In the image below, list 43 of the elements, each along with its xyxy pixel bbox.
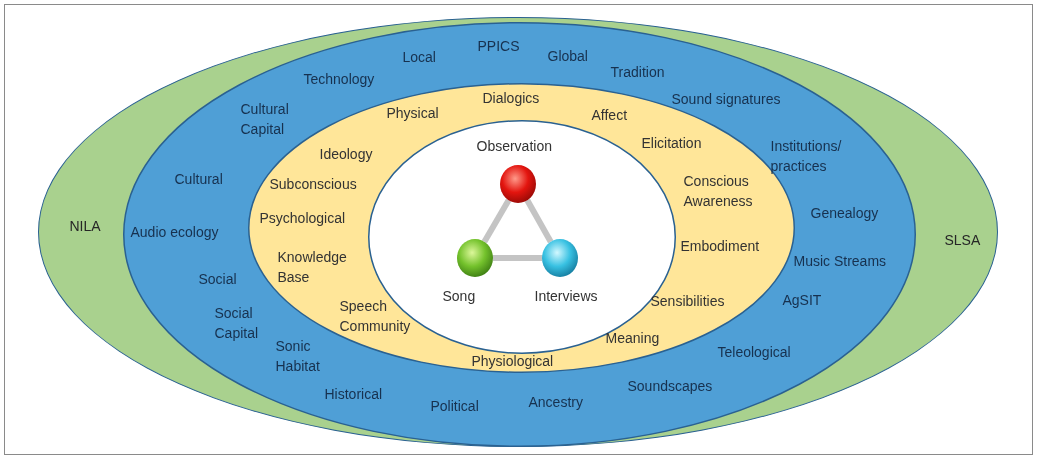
term-label: Physiological bbox=[471, 351, 554, 371]
term-label: Dialogics bbox=[482, 88, 540, 108]
term-label: Embodiment bbox=[680, 236, 760, 256]
term-label: Ancestry bbox=[528, 392, 583, 412]
node-caption: Interviews bbox=[534, 286, 598, 306]
connector-bar bbox=[481, 198, 512, 244]
term-label: Sonic Habitat bbox=[275, 336, 321, 376]
term-label: Local bbox=[402, 47, 436, 67]
term-label: Speech Community bbox=[339, 296, 412, 336]
term-label: Cultural bbox=[174, 169, 223, 189]
term-label: SLSA bbox=[944, 230, 981, 250]
term-label: Historical bbox=[324, 384, 383, 404]
term-label: Social Capital bbox=[214, 303, 260, 343]
term-label: Meaning bbox=[605, 328, 660, 348]
term-label: PPICS bbox=[477, 36, 520, 56]
term-label: Political bbox=[430, 396, 479, 416]
connector-bar bbox=[524, 198, 554, 244]
term-label: Institutions/ practices bbox=[770, 136, 843, 176]
term-label: Conscious Awareness bbox=[683, 171, 754, 211]
node-caption: Observation bbox=[476, 136, 552, 156]
node-caption: Song bbox=[442, 286, 476, 306]
term-label: Knowledge Base bbox=[277, 247, 348, 287]
term-label: Music Streams bbox=[793, 251, 887, 271]
term-label: Social bbox=[198, 269, 237, 289]
term-label: NILA bbox=[69, 216, 101, 236]
term-label: Technology bbox=[303, 69, 375, 89]
term-label: Audio ecology bbox=[130, 222, 219, 242]
term-label: Genealogy bbox=[810, 203, 879, 223]
term-label: Teleological bbox=[717, 342, 791, 362]
term-label: Physical bbox=[386, 103, 439, 123]
term-label: Affect bbox=[591, 105, 628, 125]
term-label: Subconscious bbox=[269, 174, 357, 194]
term-label: Psychological bbox=[259, 208, 346, 228]
term-label: Sound signatures bbox=[671, 89, 781, 109]
term-label: AgSIT bbox=[782, 290, 822, 310]
term-label: Tradition bbox=[610, 62, 665, 82]
term-label: Ideology bbox=[319, 144, 373, 164]
term-label: Soundscapes bbox=[627, 376, 713, 396]
term-label: Elicitation bbox=[641, 133, 702, 153]
term-label: Global bbox=[547, 46, 588, 66]
connector-bar bbox=[493, 255, 542, 261]
term-label: Sensibilities bbox=[650, 291, 725, 311]
term-label: Cultural Capital bbox=[240, 99, 290, 139]
